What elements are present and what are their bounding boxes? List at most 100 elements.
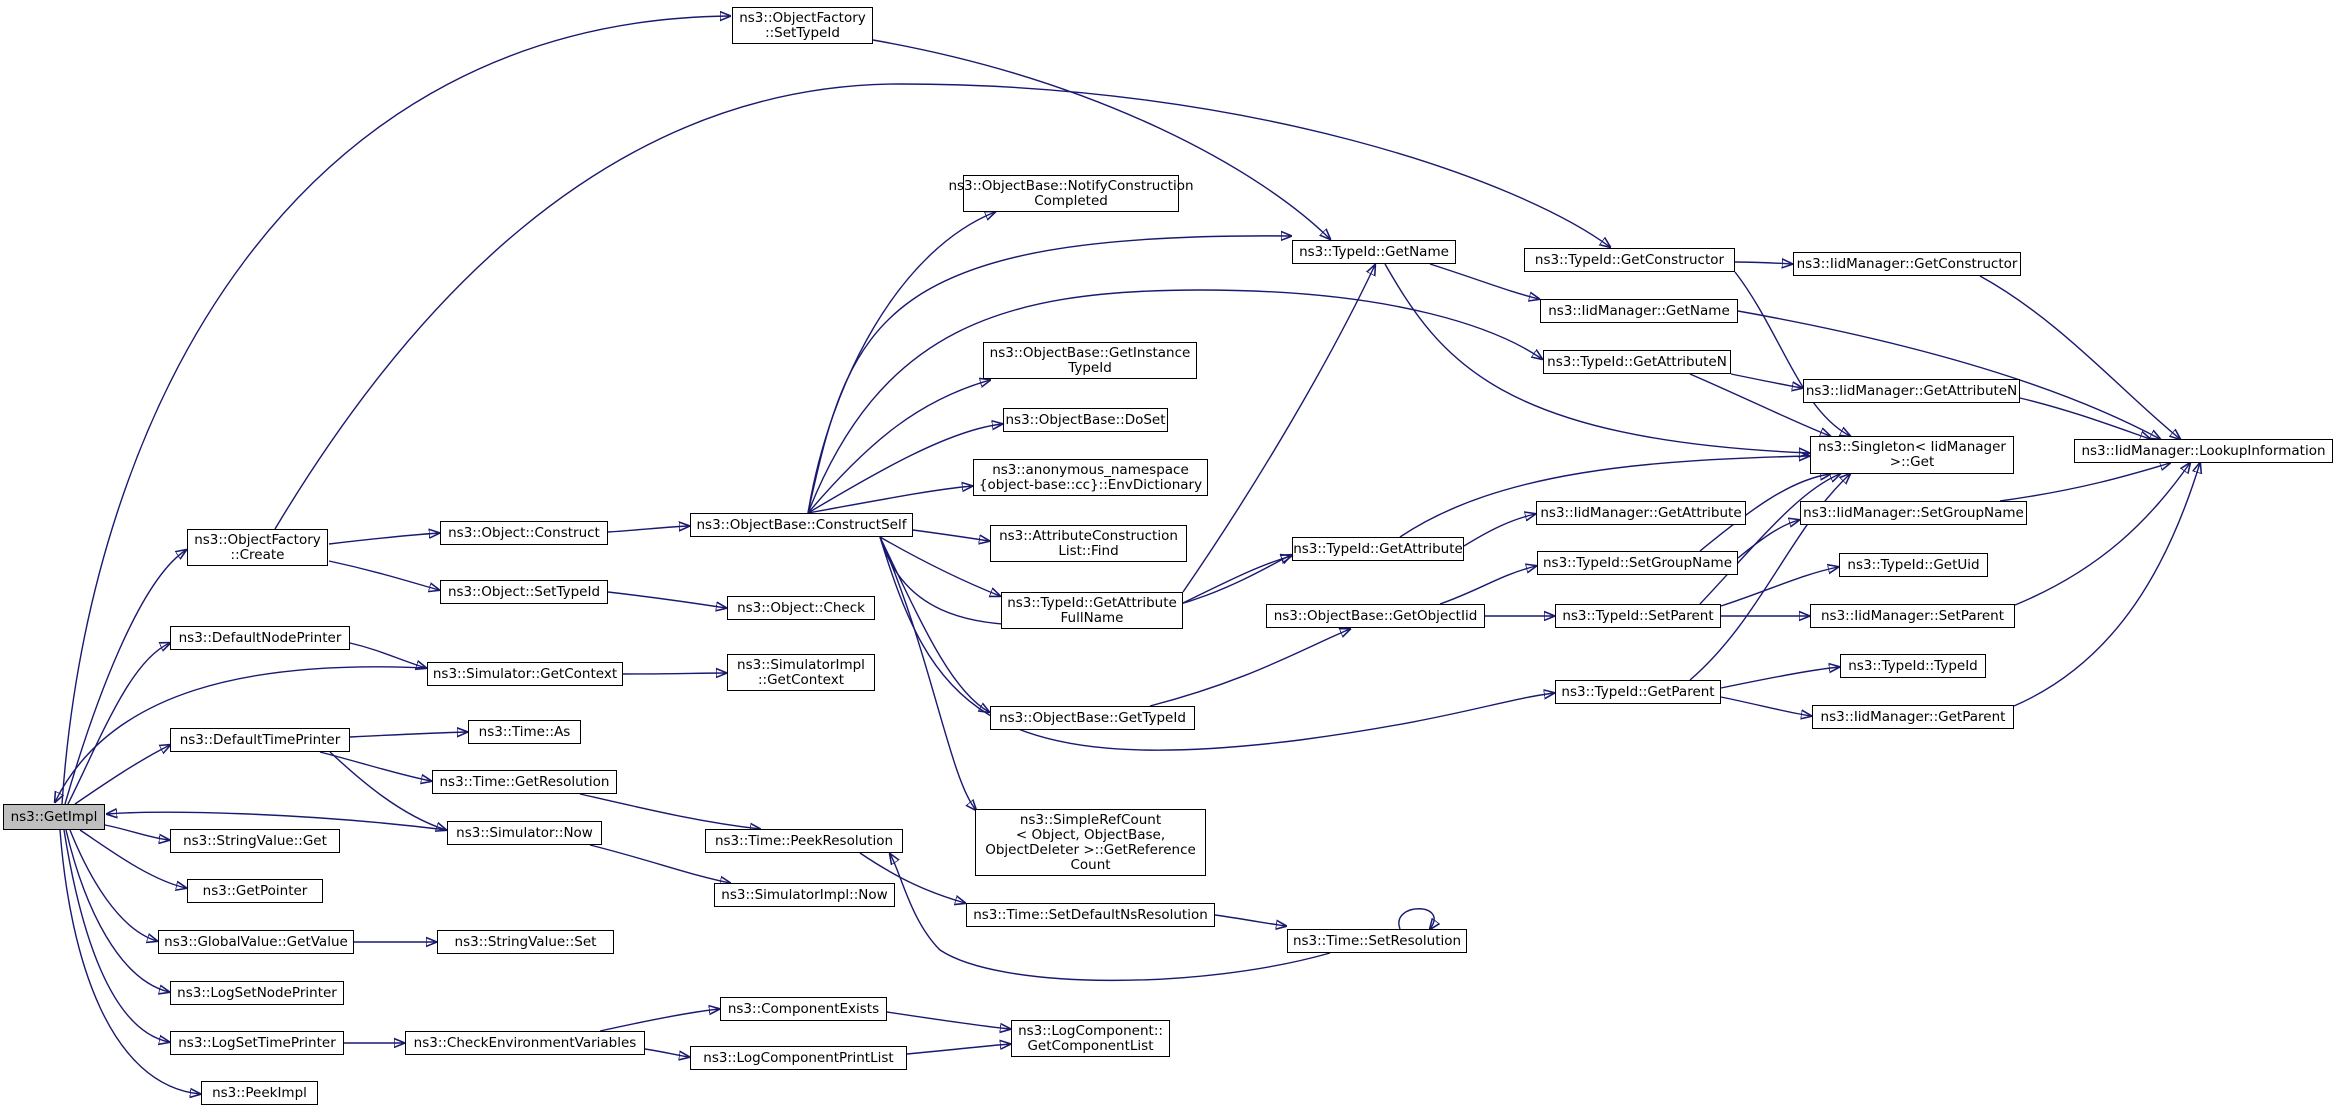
- node-check-environment-variables[interactable]: ns3::CheckEnvironmentVariables: [405, 1031, 645, 1055]
- node-default-time-printer[interactable]: ns3::DefaultTimePrinter: [170, 728, 350, 752]
- node-global-value-get-value[interactable]: ns3::GlobalValue::GetValue: [158, 930, 354, 954]
- edge-construct-self-to-env-dictionary: [807, 486, 972, 514]
- edge-get-impl-to-object-factory-set-type-id: [61, 16, 730, 805]
- node-iid-manager-get-name[interactable]: ns3::IidManager::GetName: [1540, 299, 1738, 323]
- node-string-value-set[interactable]: ns3::StringValue::Set: [437, 930, 614, 954]
- edge-iid-manager-set-group-name-to-lookup-information: [1999, 463, 2170, 502]
- node-type-id-get-attribute-n[interactable]: ns3::TypeId::GetAttributeN: [1543, 350, 1731, 374]
- node-iid-manager-set-group-name[interactable]: ns3::IidManager::SetGroupName: [1800, 501, 2027, 525]
- edge-construct-self-to-simple-ref-count: [879, 536, 976, 810]
- edge-type-id-get-constructor-to-singleton-get: [1734, 271, 1850, 436]
- node-component-exists[interactable]: ns3::ComponentExists: [720, 997, 887, 1021]
- edge-construct-self-to-attribute-construction-list-find: [912, 529, 989, 541]
- node-get-pointer[interactable]: ns3::GetPointer: [187, 879, 323, 903]
- node-iid-manager-get-attribute-n[interactable]: ns3::IidManager::GetAttributeN: [1803, 379, 2020, 403]
- node-singleton-iid-manager-get[interactable]: ns3::Singleton< IidManager >::Get: [1810, 436, 2014, 474]
- node-object-base-construct-self[interactable]: ns3::ObjectBase::ConstructSelf: [690, 513, 913, 537]
- node-iid-manager-get-attribute[interactable]: ns3::IidManager::GetAttribute: [1536, 501, 1746, 525]
- node-type-id-type-id[interactable]: ns3::TypeId::TypeId: [1840, 654, 1986, 678]
- edge-object-factory-create-to-object-set-type-id: [328, 560, 439, 590]
- node-iid-manager-set-parent[interactable]: ns3::IidManager::SetParent: [1810, 604, 2015, 628]
- edge-default-time-printer-to-simulator-now: [329, 751, 446, 830]
- edge-type-id-get-attribute-n-to-iid-manager-get-attribute-n: [1730, 373, 1802, 388]
- node-iid-manager-lookup-information[interactable]: ns3::IidManager::LookupInformation: [2074, 439, 2333, 463]
- node-default-node-printer[interactable]: ns3::DefaultNodePrinter: [170, 626, 350, 650]
- node-simulator-impl-get-context[interactable]: ns3::SimulatorImpl ::GetContext: [727, 654, 875, 691]
- edge-iid-manager-set-parent-to-lookup-information: [2014, 463, 2190, 606]
- edge-object-construct-to-object-base-construct-self: [607, 526, 689, 533]
- node-log-component-get-component-list[interactable]: ns3::LogComponent:: GetComponentList: [1011, 1020, 1170, 1057]
- edge-get-impl-to-string-value-get: [104, 824, 169, 840]
- node-time-set-resolution[interactable]: ns3::Time::SetResolution: [1287, 929, 1467, 953]
- edge-time-set-default-ns-resolution-to-time-set-resolution: [1214, 914, 1286, 926]
- node-string-value-get[interactable]: ns3::StringValue::Get: [170, 829, 340, 853]
- edge-simulator-now-to-simulator-impl-now: [589, 844, 730, 883]
- node-log-component-print-list[interactable]: ns3::LogComponentPrintList: [690, 1046, 907, 1070]
- edge-object-factory-create-to-object-construct: [328, 533, 439, 545]
- edge-get-impl-to-global-value-get-value: [69, 829, 157, 941]
- node-type-id-get-uid[interactable]: ns3::TypeId::GetUid: [1839, 553, 1988, 577]
- node-type-id-set-parent[interactable]: ns3::TypeId::SetParent: [1555, 604, 1721, 628]
- node-iid-manager-get-constructor[interactable]: ns3::IidManager::GetConstructor: [1793, 252, 2021, 276]
- node-simulator-get-context[interactable]: ns3::Simulator::GetContext: [427, 662, 623, 686]
- node-log-set-time-printer[interactable]: ns3::LogSetTimePrinter: [170, 1031, 344, 1055]
- node-type-id-get-parent[interactable]: ns3::TypeId::GetParent: [1555, 680, 1721, 704]
- edge-object-set-type-id-to-object-check: [607, 591, 726, 608]
- node-iid-manager-get-parent[interactable]: ns3::IidManager::GetParent: [1812, 705, 2014, 729]
- node-object-base-get-object-iid[interactable]: ns3::ObjectBase::GetObjectIid: [1266, 604, 1485, 628]
- node-type-id-set-group-name[interactable]: ns3::TypeId::SetGroupName: [1537, 551, 1738, 575]
- node-object-base-do-set[interactable]: ns3::ObjectBase::DoSet: [1003, 408, 1168, 432]
- edge-object-factory-create-to-type-id-get-constructor: [274, 83, 1610, 530]
- edge-default-time-printer-to-time-get-resolution: [319, 751, 431, 781]
- edge-default-time-printer-to-time-as: [349, 732, 467, 737]
- edge-construct-self-to-object-base-do-set: [807, 424, 1002, 514]
- edge-construct-self-to-type-id-get-name: [807, 236, 1291, 514]
- node-simulator-now[interactable]: ns3::Simulator::Now: [447, 821, 602, 845]
- edge-type-id-get-parent-to-singleton-get: [1689, 474, 1850, 681]
- node-simulator-impl-now[interactable]: ns3::SimulatorImpl::Now: [714, 883, 895, 907]
- edge-time-get-resolution-to-time-peek-resolution: [579, 793, 760, 829]
- node-time-set-default-ns-resolution[interactable]: ns3::Time::SetDefaultNsResolution: [966, 903, 1215, 927]
- node-simple-ref-count-get-reference-count[interactable]: ns3::SimpleRefCount < Object, ObjectBase…: [975, 809, 1206, 876]
- edge-construct-self-to-notify-construction-completed: [807, 212, 995, 514]
- node-object-construct[interactable]: ns3::Object::Construct: [440, 521, 608, 545]
- edge-time-set-resolution-self-loop: [1398, 908, 1434, 929]
- edge-simulator-now-to-get-impl: [107, 812, 448, 831]
- node-object-check[interactable]: ns3::Object::Check: [727, 596, 875, 620]
- edge-get-impl-to-log-set-node-printer: [65, 829, 169, 992]
- node-time-get-resolution[interactable]: ns3::Time::GetResolution: [432, 770, 617, 794]
- edge-iid-manager-get-name-to-lookup-information: [1737, 310, 2160, 439]
- edge-type-id-get-constructor-to-iid-manager-get-constructor: [1734, 262, 1792, 264]
- edge-construct-self-to-object-base-get-type-id: [879, 536, 989, 712]
- node-get-impl[interactable]: ns3::GetImpl: [3, 804, 105, 830]
- edge-type-id-set-parent-to-singleton-get: [1699, 474, 1840, 605]
- node-type-id-get-name[interactable]: ns3::TypeId::GetName: [1292, 240, 1456, 264]
- edge-construct-self-to-get-instance-type-id: [807, 380, 990, 514]
- node-notify-construction-completed[interactable]: ns3::ObjectBase::NotifyConstruction Comp…: [948, 175, 1194, 212]
- node-time-as[interactable]: ns3::Time::As: [468, 720, 581, 744]
- edge-time-peek-resolution-to-time-set-default-ns-resolution: [859, 852, 965, 903]
- edge-get-impl-to-object-factory-create: [64, 550, 186, 805]
- node-object-base-get-type-id[interactable]: ns3::ObjectBase::GetTypeId: [990, 706, 1195, 730]
- node-object-set-type-id[interactable]: ns3::Object::SetTypeId: [440, 580, 608, 604]
- edge-object-factory-set-type-id-to-type-id-get-name: [872, 39, 1330, 239]
- edge-iid-manager-get-attribute-n-to-lookup-information: [2019, 397, 2150, 439]
- edge-get-impl-to-get-pointer: [79, 829, 186, 888]
- edge-check-environment-variables-to-component-exists: [599, 1009, 719, 1032]
- node-attribute-construction-list-find[interactable]: ns3::AttributeConstruction List::Find: [990, 525, 1187, 562]
- node-peek-impl[interactable]: ns3::PeekImpl: [201, 1081, 318, 1105]
- edge-type-id-get-parent-to-iid-manager-get-parent: [1720, 696, 1811, 716]
- node-get-instance-type-id[interactable]: ns3::ObjectBase::GetInstance TypeId: [983, 342, 1197, 379]
- node-time-peek-resolution[interactable]: ns3::Time::PeekResolution: [705, 829, 903, 853]
- node-object-factory-set-type-id[interactable]: ns3::ObjectFactory ::SetTypeId: [732, 7, 873, 44]
- node-log-set-node-printer[interactable]: ns3::LogSetNodePrinter: [170, 981, 344, 1005]
- edge-get-impl-to-peek-impl: [59, 829, 200, 1094]
- edge-log-component-print-list-to-log-component-get-component-list: [906, 1044, 1010, 1055]
- node-type-id-get-attribute[interactable]: ns3::TypeId::GetAttribute: [1292, 537, 1464, 561]
- node-env-dictionary[interactable]: ns3::anonymous_namespace {object-base::c…: [973, 459, 1208, 496]
- node-type-id-get-attribute-full-name[interactable]: ns3::TypeId::GetAttribute FullName: [1001, 592, 1183, 629]
- node-object-factory-create[interactable]: ns3::ObjectFactory ::Create: [187, 529, 328, 566]
- node-type-id-get-constructor[interactable]: ns3::TypeId::GetConstructor: [1524, 248, 1735, 272]
